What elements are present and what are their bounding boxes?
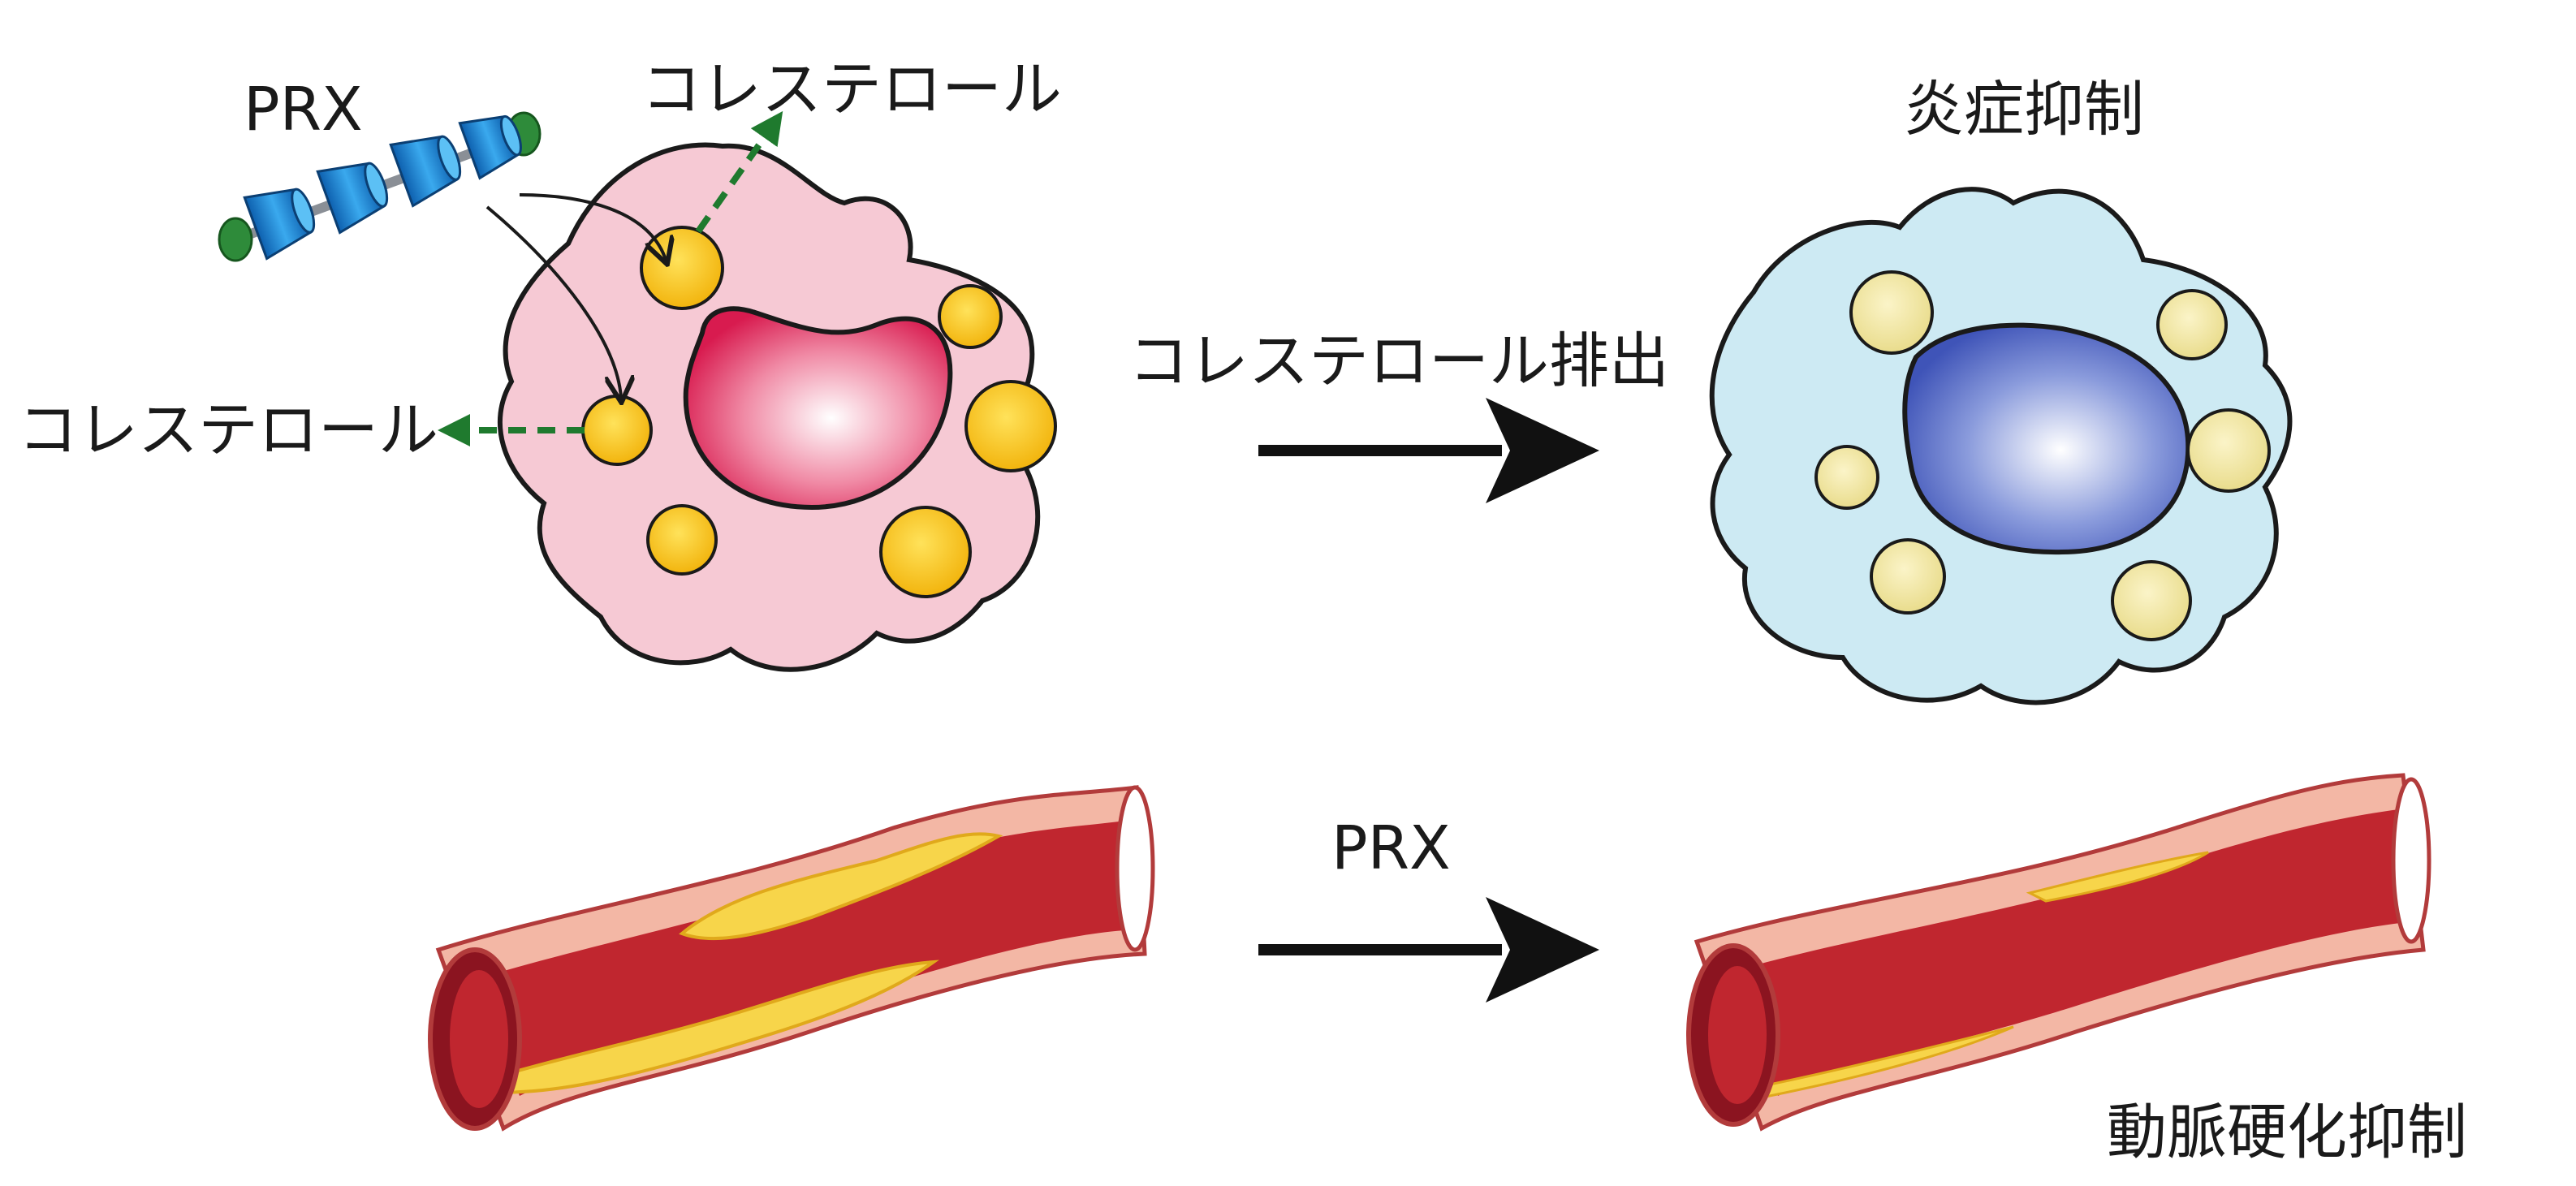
cholesterol-efflux-arrows [438,110,783,446]
artery-opening-left-inner [1708,966,1767,1104]
nucleus-after [1902,322,2191,555]
inflammation-suppression-label: 炎症抑制 [1904,75,2144,144]
lipid-droplet [581,395,653,466]
lipid-droplet-faded [2111,560,2192,641]
lipid-droplet [879,506,972,598]
prx-ring [316,162,389,235]
lipid-droplet-faded [2186,408,2271,493]
artery-opening-right [2391,777,2431,944]
prx-molecule [218,111,542,262]
prx-label-bottom: PRX [1331,813,1451,883]
process-arrow-bottom [1258,897,1599,1003]
prx-ring [389,135,462,208]
atherosclerosis-suppression-label: 動脈硬化抑制 [2107,1098,2467,1167]
plaque [485,960,939,1094]
prx-uptake-arrow [519,193,666,260]
cholesterol-label-left: コレステロール [18,395,438,465]
macrophage-before [498,142,1057,672]
macrophage-after [1709,187,2293,705]
prx-uptake-arrow [485,205,621,398]
plaque-small [2026,851,2209,903]
plaque [679,832,1003,941]
cholesterol-label-top: コレステロール [641,54,1062,124]
lipid-droplet [646,504,718,576]
lipid-droplet-faded [1849,270,1934,355]
artery-before [428,785,1155,1132]
lipid-droplet [964,380,1057,472]
nucleus-before [683,306,953,511]
artery-after [1686,773,2431,1132]
artery-opening-left-inner [450,970,508,1108]
lipid-droplet [938,284,1003,349]
artery-lumen [479,820,1137,1096]
artery-lumen [1737,808,2415,1096]
plaque-small [1751,1025,2014,1099]
prx-label-top: PRX [244,75,363,144]
prx-ring [458,114,522,180]
process-arrow-top [1258,398,1599,503]
lipid-droplet-faded [2156,289,2228,360]
lipid-droplet-faded [1814,445,1879,510]
prx-cap [218,217,253,262]
artery-opening-right [1115,785,1155,952]
cholesterol-efflux-label: コレステロール排出 [1128,326,1669,396]
lipid-droplet-faded [1870,538,1946,615]
prx-ring [243,188,316,261]
